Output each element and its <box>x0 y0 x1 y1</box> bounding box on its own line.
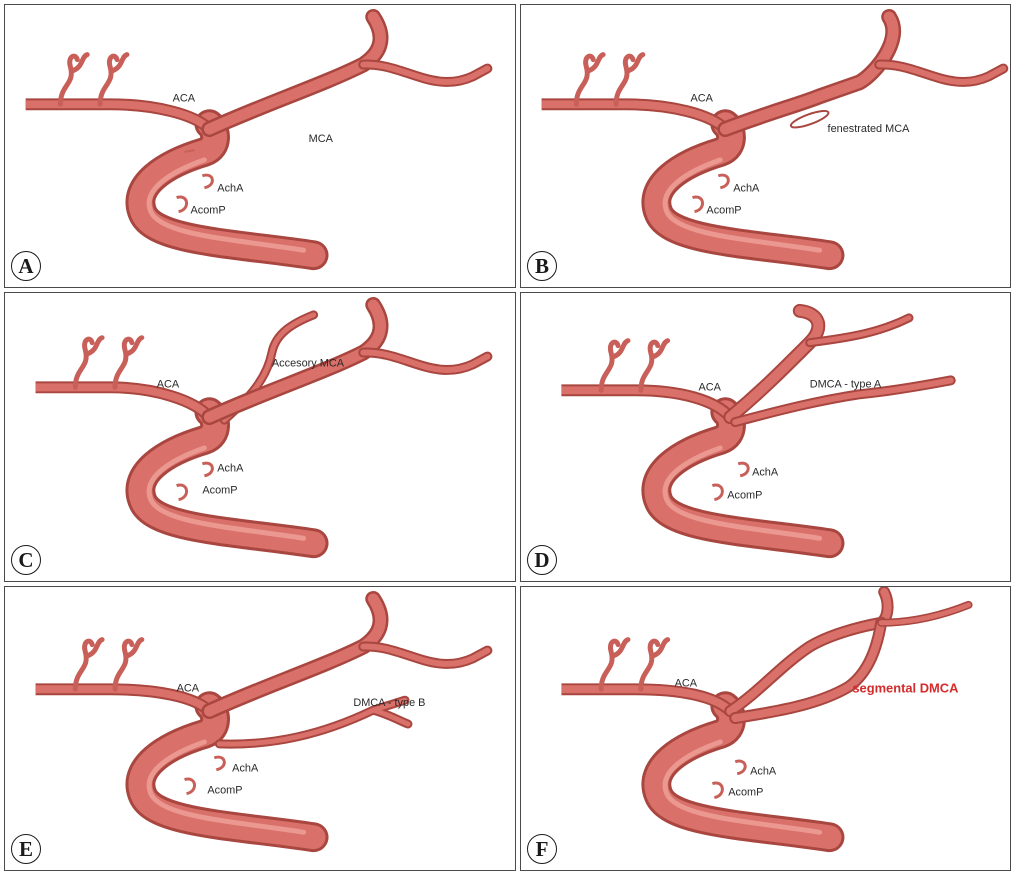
label-variant: DMCA - type A <box>810 378 882 390</box>
panel-a: ACA MCA AchA AcomP A <box>4 4 516 288</box>
label-acha: AchA <box>733 183 760 195</box>
label-aca: ACA <box>675 677 698 689</box>
middle-cerebral-artery <box>209 599 487 711</box>
label-acomp: AcomP <box>190 205 225 217</box>
vessel-diagram-b: ACA fenestrated MCA AchA AcomP <box>521 5 1010 287</box>
vessel-diagram-e: ACA DMCA - type B AchA AcomP <box>5 587 515 870</box>
anterior-cerebral-artery <box>561 341 730 417</box>
label-aca: ACA <box>691 92 714 104</box>
label-acha: AchA <box>752 467 779 479</box>
label-acomp: AcomP <box>207 785 242 797</box>
label-aca: ACA <box>173 92 196 104</box>
panel-d: ACA DMCA - type A AchA AcomP D <box>520 292 1011 582</box>
label-acomp: AcomP <box>706 205 741 217</box>
label-acha: AchA <box>750 766 777 778</box>
vessel-diagram-c: ACA Accesory MCA AchA AcomP <box>5 293 515 581</box>
label-mca: MCA <box>309 133 334 145</box>
segmental-duplicated-mca <box>730 592 968 718</box>
internal-carotid-artery <box>140 706 313 837</box>
vessel-diagram-a: ACA MCA AchA AcomP <box>5 5 515 287</box>
panel-f: ACA segmental DMCA AchA AcomP F <box>520 586 1011 871</box>
panel-e: ACA DMCA - type B AchA AcomP E <box>4 586 516 871</box>
label-aca: ACA <box>177 682 200 694</box>
internal-carotid-artery <box>656 412 829 543</box>
panel-letter-badge: C <box>11 545 41 575</box>
label-acha: AchA <box>217 463 244 475</box>
vessel-diagram-d: ACA DMCA - type A AchA AcomP <box>521 293 1010 581</box>
label-variant: segmental DMCA <box>852 680 958 695</box>
anterior-cerebral-artery <box>36 640 210 711</box>
anterior-cerebral-artery <box>561 640 730 711</box>
anterior-cerebral-artery <box>36 338 210 417</box>
panel-b: ACA fenestrated MCA AchA AcomP B <box>520 4 1011 288</box>
label-acomp: AcomP <box>728 787 763 799</box>
panel-letter-badge: D <box>527 545 557 575</box>
internal-carotid-artery <box>140 412 313 543</box>
label-variant: DMCA - type B <box>353 697 425 709</box>
label-acomp: AcomP <box>202 485 237 497</box>
label-acha: AchA <box>232 763 259 775</box>
label-variant: fenestrated MCA <box>828 123 911 135</box>
panel-letter-badge: B <box>527 251 557 281</box>
middle-cerebral-artery <box>725 17 1003 131</box>
panel-c: ACA Accesory MCA AchA AcomP C <box>4 292 516 582</box>
panel-letter-badge: A <box>11 251 41 281</box>
label-aca: ACA <box>157 378 180 390</box>
middle-cerebral-artery <box>209 305 487 417</box>
label-acomp: AcomP <box>727 490 762 502</box>
label-acha: AchA <box>217 183 244 195</box>
panel-letter-badge: E <box>11 834 41 864</box>
label-aca: ACA <box>698 381 721 393</box>
middle-cerebral-artery <box>209 17 487 129</box>
panel-letter-badge: F <box>527 834 557 864</box>
label-variant: Accesory MCA <box>272 357 345 369</box>
vessel-diagram-f: ACA segmental DMCA AchA AcomP <box>521 587 1010 870</box>
